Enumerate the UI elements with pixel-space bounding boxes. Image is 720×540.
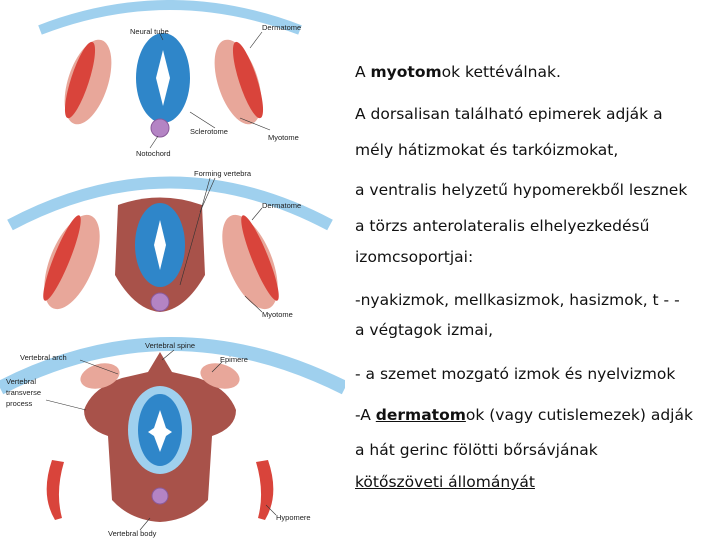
text-line-10: -A dermatomok (vagy cutislemezek) adják: [355, 406, 693, 424]
label-vertebral-transverse-2: transverse: [6, 388, 41, 397]
ectoderm-arc-1: [38, 0, 302, 35]
left-epimere: [80, 363, 120, 389]
label-dermatome-2: Dermatome: [262, 201, 301, 210]
neural-canal-2: [154, 220, 166, 270]
label-myotome-2: Myotome: [262, 310, 293, 319]
label-hypomere: Hypomere: [276, 513, 311, 522]
left-dermatome-1: [64, 41, 96, 119]
neural-canal-1: [156, 50, 170, 106]
label-dermatome-1: Dermatome: [262, 23, 301, 32]
right-epimere: [200, 363, 240, 389]
text-line-9: - a szemet mozgató izmok és nyelvizmok: [355, 365, 676, 383]
left-dermatome-2: [43, 215, 81, 301]
myotom-term: myotom: [370, 63, 442, 81]
label-neural-tube: Neural tube: [130, 27, 169, 36]
text-line-2: A dorsalisan található epimerek adják a: [355, 105, 663, 123]
label-forming-vertebra: Forming vertebra: [194, 169, 252, 178]
embryology-figure: Neural tube Dermatome Sclerotome Myotome…: [0, 0, 345, 540]
label-notochord: Notochord: [136, 149, 171, 158]
somite-diagram: Neural tube Dermatome Sclerotome Myotome…: [0, 0, 345, 538]
text-line-5: a törzs anterolateralis elhelyezkedésű: [355, 217, 650, 235]
text-line-11: a hát gerinc fölötti bőrsávjának: [355, 441, 598, 459]
right-dermatome-1: [232, 41, 264, 119]
label-sclerotome: Sclerotome: [190, 127, 228, 136]
label-vertebral-transverse-1: Vertebral: [6, 377, 36, 386]
right-somite-2: [222, 214, 278, 310]
ectoderm-arc-3: [0, 337, 345, 395]
ectoderm-arc-2: [7, 176, 333, 231]
text-line-4: a ventralis helyzetű hypomerekből leszne…: [355, 181, 688, 199]
right-hypomere: [256, 460, 274, 520]
panel-1: Neural tube Dermatome Sclerotome Myotome…: [38, 0, 302, 158]
text-line-8: a végtagok izmai,: [355, 321, 494, 339]
notochord-1: [150, 118, 170, 138]
label-vertebral-transverse-3: process: [6, 399, 33, 408]
central-canal: [148, 410, 172, 452]
notochord-3: [151, 487, 169, 505]
left-somite-2: [44, 214, 100, 310]
text-line-3: mély hátizmokat és tarkóizmokat,: [355, 141, 619, 159]
text-line-12: kötőszöveti állományát: [355, 473, 535, 491]
panel-3: Vertebral arch Vertebral spine Epimere V…: [0, 337, 345, 538]
notochord-2: [150, 292, 170, 312]
text-line-6: izomcsoportjai:: [355, 248, 474, 266]
text-line-1: A myotomok kettéválnak.: [355, 63, 561, 81]
label-myotome-1: Myotome: [268, 133, 299, 142]
dermatom-term: dermatom: [375, 406, 466, 424]
left-hypomere: [46, 460, 64, 520]
label-vertebral-spine: Vertebral spine: [145, 341, 195, 350]
panel-2: Forming vertebra Dermatome Myotome: [7, 169, 333, 319]
label-epimere: Epimere: [220, 355, 248, 364]
text-line-7: -nyakizmok, mellkasizmok, hasizmok, t - …: [355, 291, 680, 309]
label-vertebral-body: Vertebral body: [108, 529, 157, 538]
label-vertebral-arch: Vertebral arch: [20, 353, 67, 362]
right-dermatome-2: [241, 215, 279, 301]
